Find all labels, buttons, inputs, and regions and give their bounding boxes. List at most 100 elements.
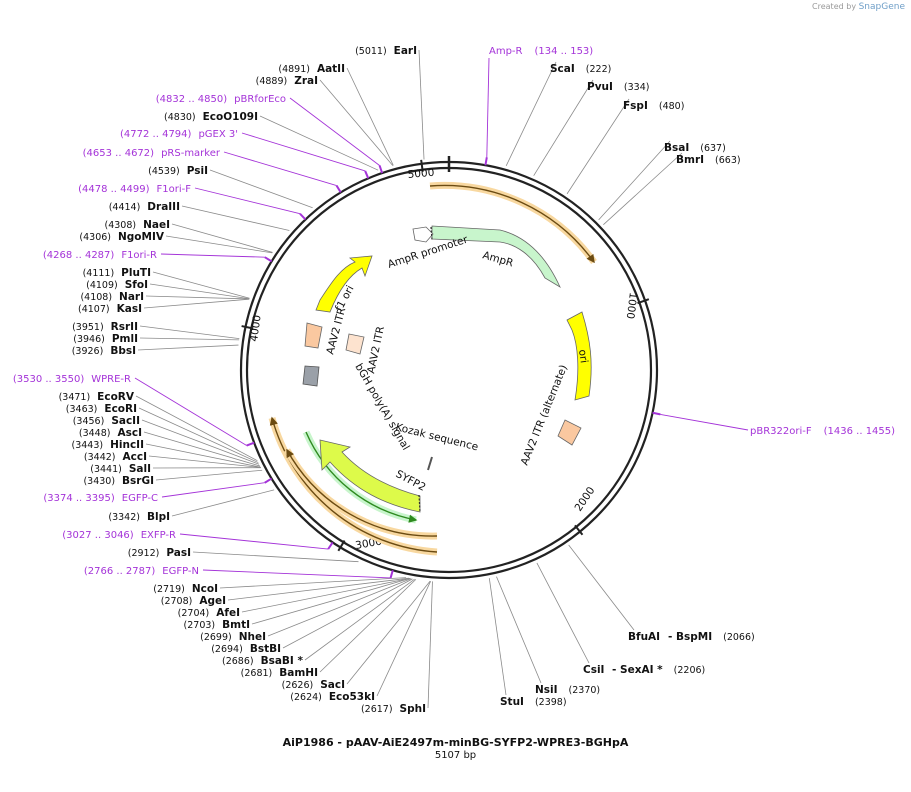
site-position: (3926) — [72, 346, 104, 357]
site-leader — [346, 67, 394, 166]
site-asci: AscI(3448) — [79, 427, 142, 439]
site-leader — [505, 61, 557, 167]
site-position: (2206) — [674, 665, 706, 676]
primer-site-mark — [246, 441, 255, 447]
site-leader — [143, 298, 250, 309]
site-leader — [259, 115, 379, 171]
site-position: (3471) — [59, 392, 91, 403]
site-position: (4111) — [83, 268, 115, 279]
site-rsrii: RsrII(3951) — [72, 321, 138, 333]
primer-egfp-n: EGFP-N(2766 .. 2787) — [84, 566, 199, 577]
site-pluti: PluTI(4111) — [83, 267, 151, 279]
primer-leader — [194, 187, 301, 215]
site-name: SphI — [400, 703, 426, 715]
site-eco53ki: Eco53kI (2624) — [290, 691, 375, 703]
snapgene-credit: Created by SnapGene — [812, 2, 905, 12]
primer-f1ori-r: F1ori-R(4268 .. 4287) — [43, 250, 157, 261]
plasmid-size: 5107 bp — [434, 750, 477, 761]
site-name: AccI — [123, 451, 147, 463]
site-position: (2370) — [569, 685, 601, 696]
primer-name: pBRforEco — [234, 94, 286, 105]
orf-arc-top-line — [429, 184, 595, 264]
bgh-polya-feature — [302, 365, 320, 387]
feature-label-aav2-itr-alternate: AAV2 ITR (alternate) — [519, 363, 570, 467]
site-naei: NaeI(4308) — [105, 219, 171, 231]
primer-range: (3530 .. 3550) — [13, 374, 85, 385]
site-bsai: BsaI(637) — [664, 142, 726, 154]
primer-f1ori-f: F1ori-F(4478 .. 4499) — [78, 184, 191, 195]
site-position: (480) — [659, 101, 685, 112]
site-position: (3951) — [72, 322, 104, 333]
site-leader — [145, 295, 250, 300]
site-nhei: NheI(2699) — [200, 631, 266, 643]
site-position: (2617) — [361, 704, 393, 715]
site-leader — [241, 577, 411, 613]
site-ecoo109i: EcoO109I(4830) — [164, 111, 258, 123]
site-draiii: DraIII(4414) — [109, 201, 180, 213]
site-position: (2912) — [128, 548, 160, 559]
site-name: BbsI — [110, 345, 136, 357]
site-position: (3946) — [73, 334, 105, 345]
site-name: PsiI — [187, 165, 208, 177]
site-name: StuI — [500, 696, 524, 708]
site-stui: StuI(2398) — [500, 696, 567, 708]
site-name: NgoMIV — [118, 231, 165, 243]
primer-amp-r: Amp-R(134 .. 153) — [489, 46, 593, 57]
primer-site-mark — [264, 256, 273, 263]
primer-name: EXFP-R — [141, 530, 176, 541]
primer-range: (1436 .. 1455) — [824, 426, 896, 437]
site-position: (2624) — [290, 692, 322, 703]
primer-labels: Amp-R(134 .. 153)pBRforEco(4832 .. 4850)… — [13, 46, 895, 577]
restriction-site-labels: EarI(5011)AatII(4891)ZraI(4889)EcoO109I(… — [59, 45, 755, 715]
site-scai: ScaI(222) — [550, 63, 611, 75]
site-position: (334) — [624, 82, 650, 93]
f1-ori-feature — [315, 255, 373, 313]
primer-leader — [161, 482, 265, 498]
site-eari: EarI (5011) — [355, 45, 417, 57]
feature-label-aav2-itr-inner: AAV2 ITR — [365, 325, 387, 374]
site-position: (637) — [700, 143, 726, 154]
site-leader — [598, 140, 671, 221]
tick-label: 5000 — [407, 167, 435, 181]
site-position: (3442) — [84, 452, 116, 463]
site-position: (2699) — [200, 632, 232, 643]
site-name: - BspMI — [668, 631, 712, 643]
primer-name: F1ori-R — [121, 250, 157, 261]
site-leader — [319, 79, 394, 166]
site-name: AatII — [317, 63, 345, 75]
site-afei: AfeI(2704) — [178, 607, 240, 619]
site-ecorv: EcoRV(3471) — [59, 391, 135, 403]
primer-leader — [202, 569, 391, 579]
primer-leader — [223, 151, 337, 187]
site-leader — [139, 337, 240, 341]
site-leader — [533, 79, 594, 176]
site-position: (4891) — [278, 64, 310, 75]
site-name: Eco53kI — [329, 691, 375, 703]
site-position: (2694) — [211, 644, 243, 655]
site-leader — [138, 407, 259, 463]
site-position: (5011) — [355, 46, 387, 57]
ori-feature — [566, 311, 592, 401]
tick-mark — [574, 524, 584, 536]
primer-leader — [486, 57, 490, 158]
site-bfuai: BfuAI — [628, 631, 660, 643]
site-name: EarI — [394, 45, 417, 57]
site-name: BsrGI — [122, 475, 154, 487]
site-leader — [137, 344, 239, 351]
syfp2-boundary — [418, 494, 421, 513]
site-nsii: NsiI(2370) — [535, 684, 600, 696]
primer-name: F1ori-F — [157, 184, 192, 195]
feature-label-ampr: AmpR — [481, 249, 514, 269]
primer-marks — [246, 157, 661, 579]
tick-label: 4000 — [248, 314, 264, 342]
site-bmri: BmrI(663) — [676, 154, 741, 166]
site-leader — [227, 577, 409, 601]
site-name: - SexAI * — [612, 664, 663, 676]
site-leader — [149, 283, 250, 300]
site-bamhi: BamHI(2681) — [241, 667, 318, 679]
site-leader — [304, 578, 415, 661]
site-name: FspI — [623, 100, 648, 112]
site-bmti: BmtI(2703) — [184, 619, 250, 631]
site-name: NcoI — [192, 583, 218, 595]
site-leader — [165, 235, 273, 254]
